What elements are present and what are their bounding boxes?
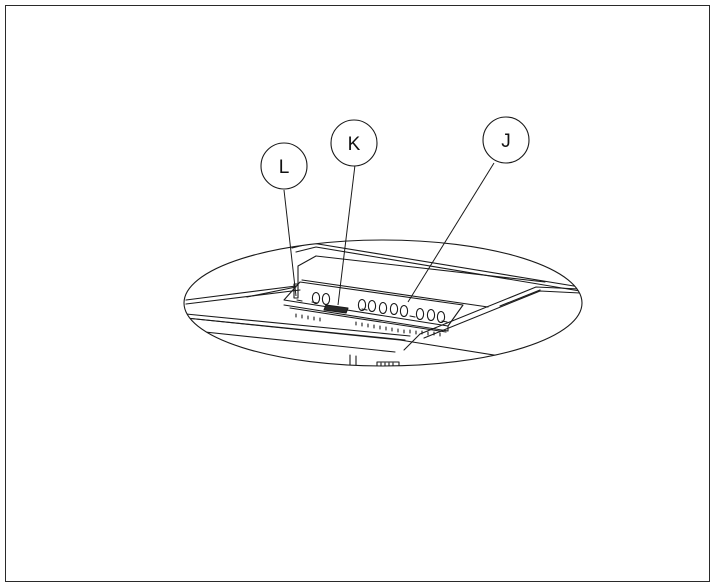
leader-l	[283, 189, 297, 297]
leader-j	[407, 162, 495, 303]
fuse-holder	[293, 283, 299, 299]
terminal-strip	[283, 281, 464, 337]
lower-housing	[185, 317, 582, 366]
magnified-detail	[183, 239, 583, 367]
callout-k: K	[330, 119, 378, 167]
right-panel	[403, 286, 581, 351]
leader-lines	[283, 162, 495, 306]
figure-frame	[5, 5, 710, 582]
svg-text:L: L	[279, 157, 290, 178]
leader-k	[337, 164, 356, 306]
connector-block	[323, 304, 349, 314]
svg-text:J: J	[501, 131, 511, 152]
detail-oval-outline	[183, 239, 583, 367]
back-panel	[291, 242, 581, 308]
terminal-screws	[311, 291, 446, 324]
callout-l: L	[260, 142, 308, 190]
svg-text:K: K	[348, 134, 361, 155]
callout-j: J	[482, 116, 530, 164]
left-panel	[185, 285, 411, 341]
